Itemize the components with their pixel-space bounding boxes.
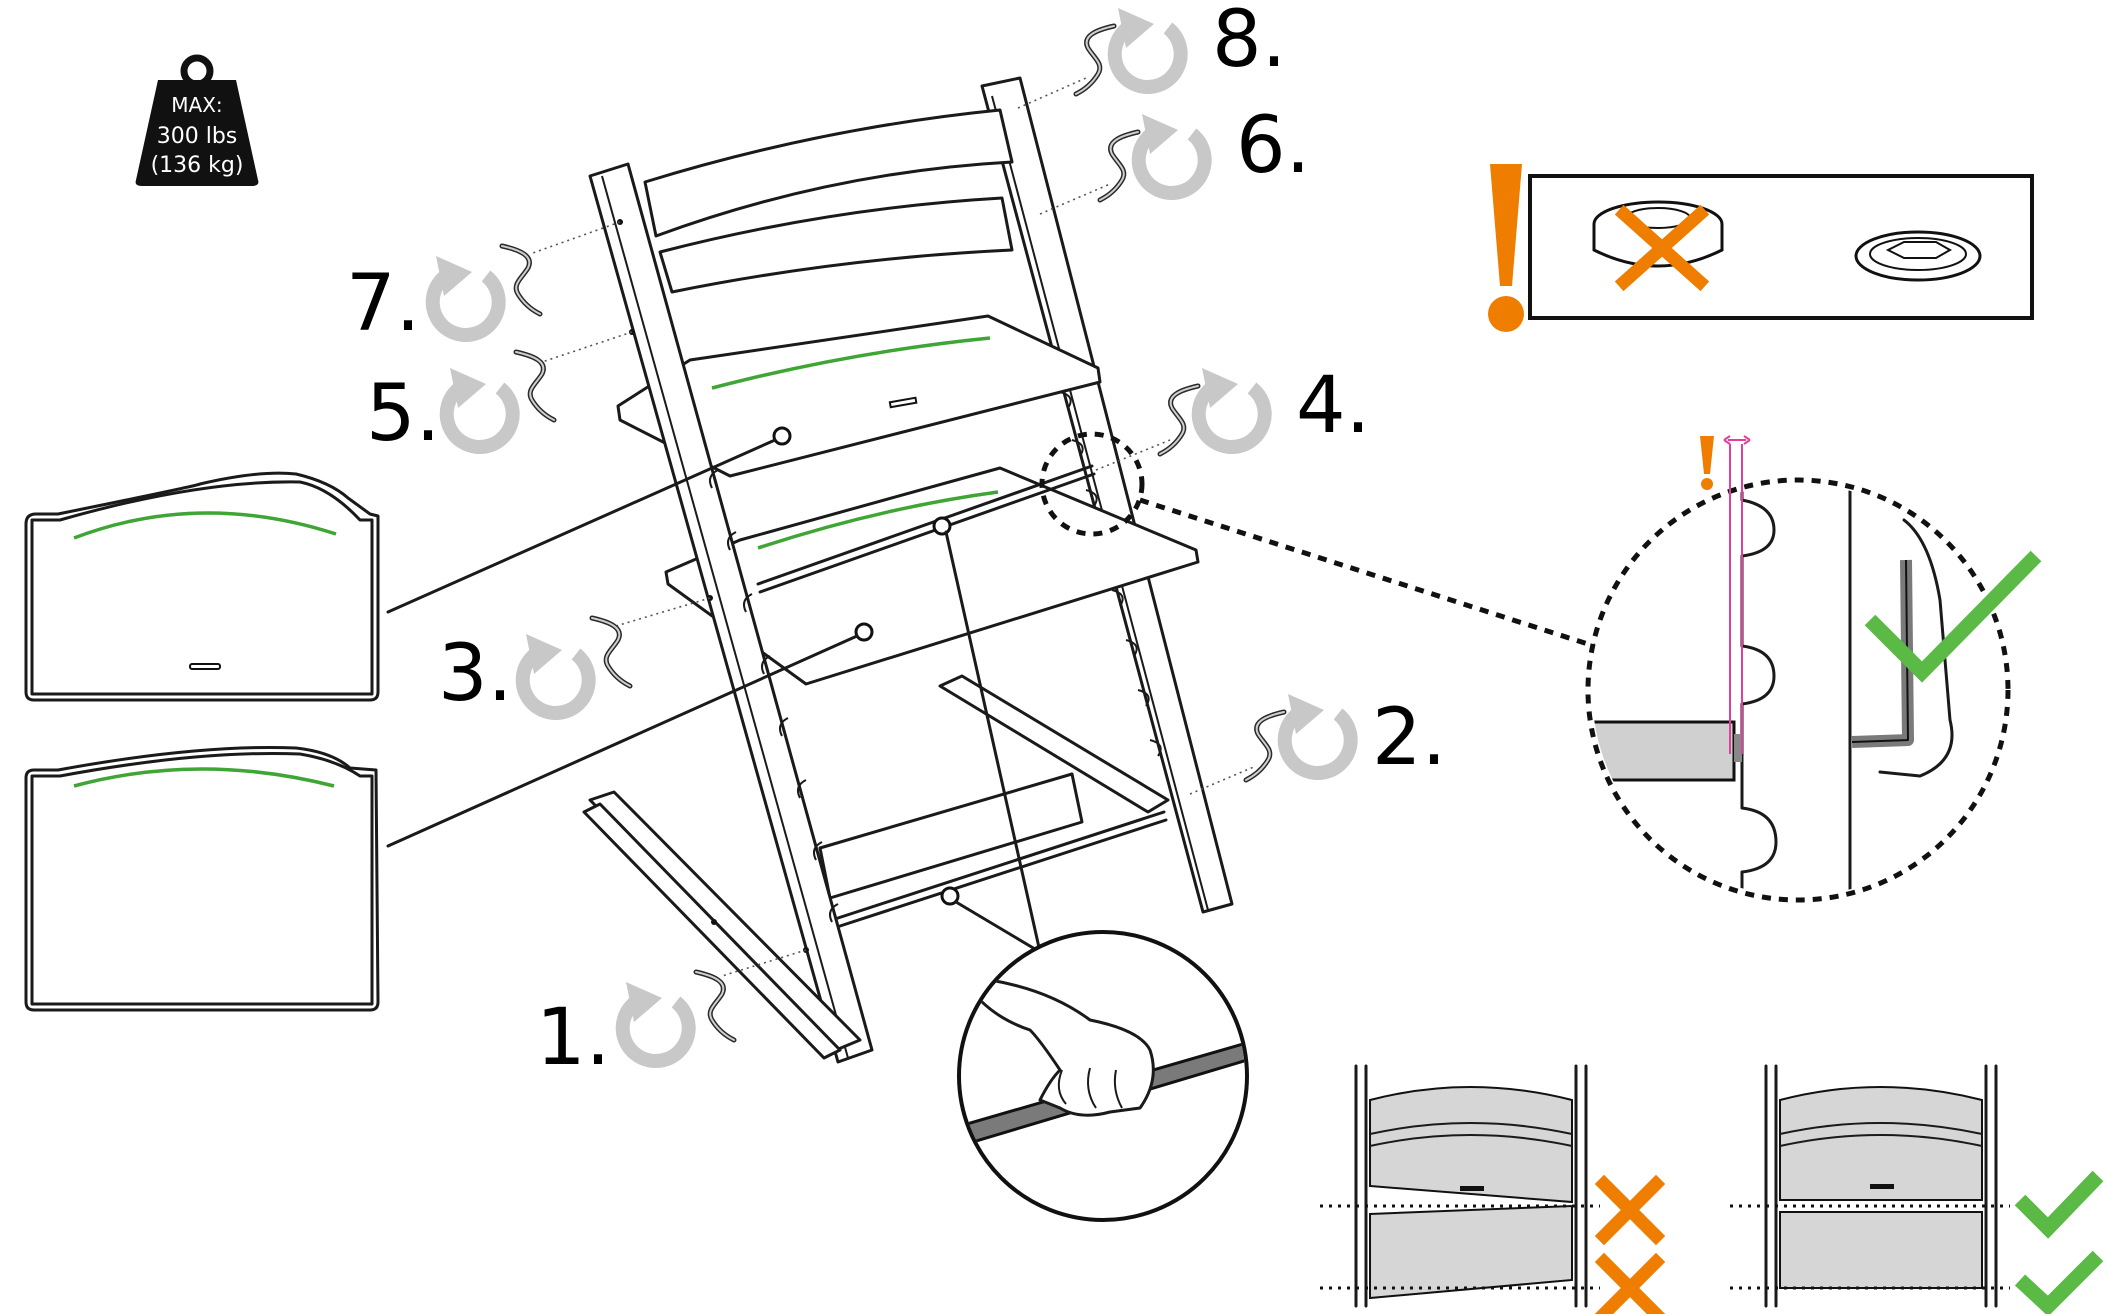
weight-icon: [135, 54, 259, 186]
step-8-label: 8.: [1212, 0, 1286, 85]
allen-key-icon: [516, 352, 554, 420]
left-post-grooves: [709, 469, 839, 923]
back-rest-lower: [658, 196, 1014, 294]
detail-marker: [1039, 431, 1145, 537]
back-rest-top: [643, 108, 1014, 238]
alignment-wrong-example: [1320, 1064, 1666, 1314]
base-beam-front: [818, 772, 1084, 900]
rotate-clockwise-icon: [1199, 368, 1265, 447]
foot-plate: [664, 466, 1200, 686]
rotate-clockwise-icon: [623, 982, 689, 1061]
weight-badge: MAX: 300 lbs (136 kg): [135, 54, 259, 186]
base-beam-back: [938, 674, 1170, 814]
check-icon: [2014, 1250, 2104, 1314]
step-5-label: 5.: [366, 369, 440, 459]
cross-icon: [1594, 1252, 1666, 1314]
allen-key-icon: [592, 618, 630, 686]
check-icon: [2014, 1170, 2104, 1239]
seat-plate-green-line: [711, 336, 991, 390]
rotate-clockwise-icon: [523, 634, 589, 713]
rotate-clockwise-icon: [1139, 114, 1205, 193]
gap-measure: [1700, 435, 1751, 754]
alignment-right-example: [1730, 1064, 2104, 1314]
step-4-label: 4.: [1296, 361, 1370, 451]
foot-plate-green-line: [757, 490, 999, 550]
rotate-clockwise-icon: [1115, 8, 1181, 87]
weight-kg-label: (136 kg): [151, 153, 244, 178]
check-icon: [1864, 550, 2042, 683]
adjustment-detail: [1585, 435, 2042, 903]
weight-max-label: MAX:: [171, 93, 222, 117]
step-2-label: 2.: [1372, 693, 1446, 783]
cross-icon: [1614, 204, 1710, 292]
hand-detail: [957, 930, 1249, 1222]
exclamation-icon: [1700, 436, 1714, 474]
weight-lbs-label: 300 lbs: [157, 124, 238, 149]
right-side-post: [980, 76, 1234, 914]
rotate-clockwise-icon: [447, 368, 513, 447]
rotate-clockwise-icon: [433, 256, 499, 335]
step-1-label: 1.: [536, 993, 610, 1083]
step-3-label: 3.: [438, 629, 512, 719]
allen-key-icon: [502, 246, 540, 314]
allen-key-icon: [696, 972, 734, 1040]
rotate-clockwise-icon: [1285, 694, 1351, 773]
seat-plate: [616, 314, 1102, 478]
exclamation-icon: [1482, 162, 1528, 332]
flush-bolt-cap: [1854, 230, 1982, 282]
bolt-cap-warning: [1482, 162, 2034, 332]
seat-plate-variant-top: [24, 471, 380, 702]
chair: [582, 76, 1234, 1064]
step-6-label: 6.: [1236, 101, 1310, 191]
cross-icon: [1594, 1174, 1666, 1246]
seat-plate-variant-bottom: [24, 745, 380, 1012]
step-7-label: 7.: [346, 259, 420, 349]
